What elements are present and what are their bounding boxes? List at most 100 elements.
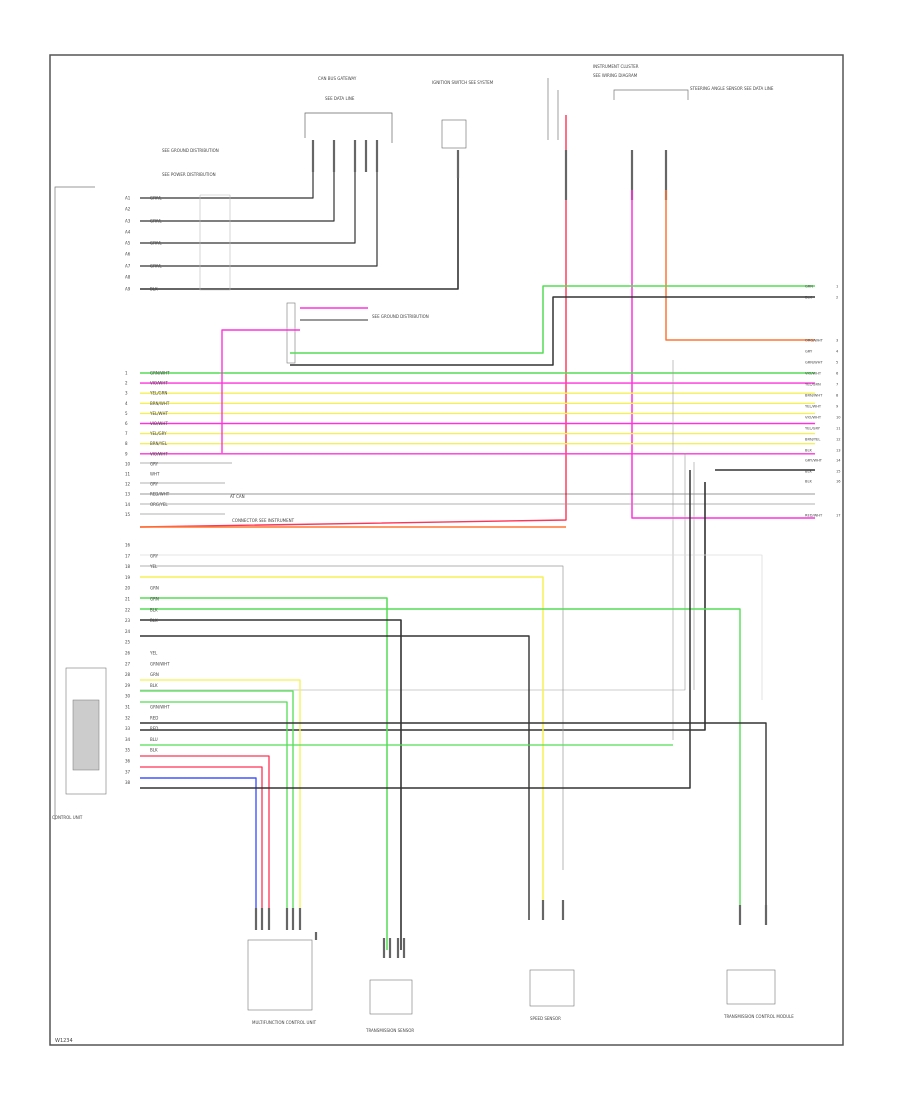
bottom-component-2-label: TRANSMISSION SENSOR xyxy=(365,1028,414,1033)
pin-label: A8 xyxy=(125,275,131,280)
right-pin-label: 16 xyxy=(836,480,841,484)
right-wire-label: GRY xyxy=(805,350,813,354)
bottom-component-4-label: TRANSMISSION CONTROL MODULE xyxy=(723,1014,794,1019)
right-wire-label: YEL/GRY xyxy=(805,427,821,431)
pin-label: 14 xyxy=(125,502,131,507)
upper-wire-gray xyxy=(140,150,335,222)
bottom-component-1-box xyxy=(247,939,313,1011)
top-left-note-b: SEE POWER DISTRIBUTION xyxy=(162,172,216,177)
upper-wire-gray xyxy=(140,150,356,244)
top-module-box xyxy=(304,112,393,143)
right-wire-label: BLK xyxy=(805,449,812,453)
mid-label-a: AT CAN xyxy=(230,494,245,499)
pin-label: 37 xyxy=(125,769,131,774)
right-pin-label: 13 xyxy=(836,449,841,453)
right-pin-label: 4 xyxy=(836,350,839,354)
pin-label: 6 xyxy=(125,421,128,426)
bottom-component-3-label: SPEED SENSOR xyxy=(530,1016,561,1021)
pin-label: A4 xyxy=(125,230,131,235)
green-drop xyxy=(140,597,388,950)
right-pin-label: 7 xyxy=(836,383,838,387)
wire-label: GRY/L xyxy=(150,241,162,246)
control-unit-connector xyxy=(65,667,107,795)
bottom-component-3-box xyxy=(529,969,575,1007)
pin-label: 10 xyxy=(125,461,131,466)
orange-feed xyxy=(665,190,815,341)
pin-label: 18 xyxy=(125,564,131,569)
pin-label: 3 xyxy=(125,391,128,396)
bottom-component-1-label: MULTIFUNCTION CONTROL UNIT xyxy=(252,1020,317,1025)
red-short xyxy=(140,755,270,920)
right-wire-label: BLK xyxy=(805,296,812,300)
pin-label: 38 xyxy=(125,780,131,785)
red-short-2 xyxy=(140,766,263,920)
wire-label: BLK xyxy=(150,287,158,292)
diagram-frame xyxy=(49,54,844,1046)
pin-label: 4 xyxy=(125,401,128,406)
right-wire-label: ORG/WHT xyxy=(805,339,824,343)
pin-label: 7 xyxy=(125,431,128,436)
wire-label: BLU xyxy=(150,737,158,742)
pin-label: 5 xyxy=(125,411,128,416)
wire-label: YEL/GRY xyxy=(149,431,167,436)
wire-label: GRY xyxy=(150,461,159,466)
green-short-2 xyxy=(140,701,288,920)
right-wire-label: BRN/YEL xyxy=(805,438,820,442)
pin-label: 16 xyxy=(125,543,131,548)
wire-label: GRY/L xyxy=(150,264,162,269)
yellow-short xyxy=(140,679,301,920)
splice-box xyxy=(286,302,296,364)
pin-label: 12 xyxy=(125,482,131,487)
wire-label: RED/WHT xyxy=(150,492,170,497)
pin-label: 26 xyxy=(125,651,131,656)
pin-label: 30 xyxy=(125,694,131,699)
bottom-component-4-box xyxy=(726,969,776,1005)
pin-label: A3 xyxy=(125,219,131,224)
wire-label: GRN/WHT xyxy=(150,661,170,666)
right-wire-label: BRN/WHT xyxy=(805,394,823,398)
pin-label: 32 xyxy=(125,715,131,720)
top-right-label: INSTRUMENT CLUSTER xyxy=(593,64,639,69)
pin-label: 31 xyxy=(125,705,131,710)
right-pin-label: 15 xyxy=(836,470,841,474)
pin-label: 24 xyxy=(125,629,131,634)
pin-label: A7 xyxy=(125,264,131,269)
upper-wire-gray xyxy=(140,150,378,267)
pin-label: 28 xyxy=(125,672,131,677)
wire-label: GRN xyxy=(150,586,159,591)
wire-label: YEL/WHT xyxy=(149,411,169,416)
black-long xyxy=(140,722,767,920)
wire-label: BRN/YEL xyxy=(150,441,168,446)
top-right-sub: SEE WIRING DIAGRAM xyxy=(593,73,638,78)
wire-label: RED xyxy=(150,726,158,731)
top-right-bracket-top xyxy=(613,89,689,100)
wire-label: BLK xyxy=(150,683,158,688)
pin-label: 33 xyxy=(125,726,131,731)
right-wire-label: GRN xyxy=(805,285,813,289)
pin-label: A9 xyxy=(125,287,131,292)
bottom-component-2-box xyxy=(369,979,413,1015)
wire-label: GRY/L xyxy=(150,219,162,224)
pin-label: A6 xyxy=(125,252,131,257)
wire-label: WHT xyxy=(150,472,160,477)
wire-label: YEL xyxy=(149,564,158,569)
ground-bracket xyxy=(54,186,95,820)
right-pin-label: 12 xyxy=(836,438,841,442)
pin-label: 25 xyxy=(125,640,131,645)
right-wire-label: RED/WHT xyxy=(805,514,823,518)
right-wire-label: YEL/WHT xyxy=(805,405,822,409)
pin-label: 17 xyxy=(125,553,131,558)
gray-return xyxy=(140,453,686,691)
wire-label: YEL xyxy=(149,651,158,656)
wire-label: GRY/L xyxy=(150,196,162,201)
wire-label: GRY xyxy=(150,482,159,487)
pin-label: 8 xyxy=(125,441,128,446)
wire-label: BLK xyxy=(150,618,158,623)
wire-label: GRN xyxy=(150,597,159,602)
black-drop xyxy=(140,619,402,950)
right-wire-label: GRN/WHT xyxy=(805,361,823,365)
top-module-sub: SEE DATA LINE xyxy=(325,96,355,101)
